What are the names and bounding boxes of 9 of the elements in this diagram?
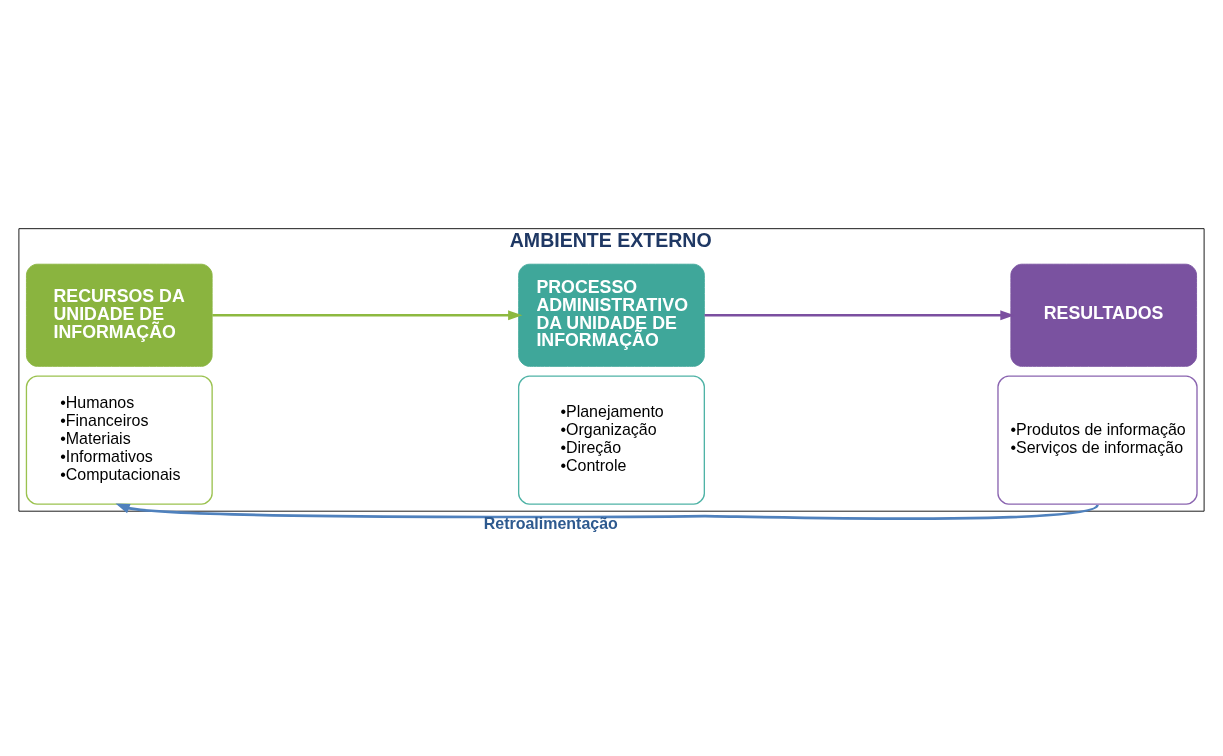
- node-box: •Planejamento •Organização •Direção •Controle: [518, 375, 705, 505]
- node-box: •Produtos de informação •Serviços de informação: [997, 375, 1198, 505]
- arrow: [212, 310, 523, 321]
- node-box: RECURSOS DA UNIDADE DE INFORMAÇÃO: [26, 263, 213, 367]
- arrow: [115, 503, 1099, 520]
- edge-label: Retroalimentação: [483, 514, 618, 532]
- node-box: PROCESSO ADMINISTRATIVO DA UNIDADE DE INFORMAÇÃO: [518, 263, 705, 367]
- node-box: •Humanos •Financeiros •Materiais •Informativos •Computacionais: [25, 375, 213, 505]
- node-box: RESULTADOS: [1010, 263, 1197, 367]
